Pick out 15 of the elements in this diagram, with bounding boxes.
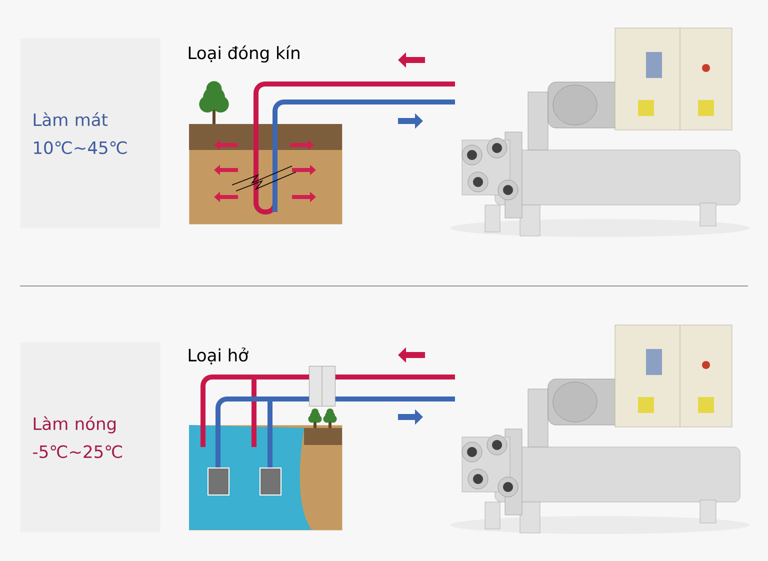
chiller-drawing — [450, 324, 750, 534]
heading: Loại hở — [188, 348, 248, 364]
heading: Loại đóng kín — [188, 45, 300, 63]
pipe — [200, 374, 312, 428]
chiller-drawing — [450, 28, 750, 237]
pipe — [335, 374, 455, 380]
heat-exchanger — [309, 366, 336, 406]
lake-drawing — [189, 425, 342, 530]
pipe — [216, 396, 312, 428]
pipe — [254, 82, 455, 124]
info-panel: Làm mát 10℃~45℃ — [20, 38, 160, 228]
ground-drawing — [189, 124, 342, 224]
info-panel: Làm nóng -5℃~25℃ — [20, 342, 160, 532]
pipe — [335, 396, 455, 402]
pipe — [272, 100, 455, 124]
